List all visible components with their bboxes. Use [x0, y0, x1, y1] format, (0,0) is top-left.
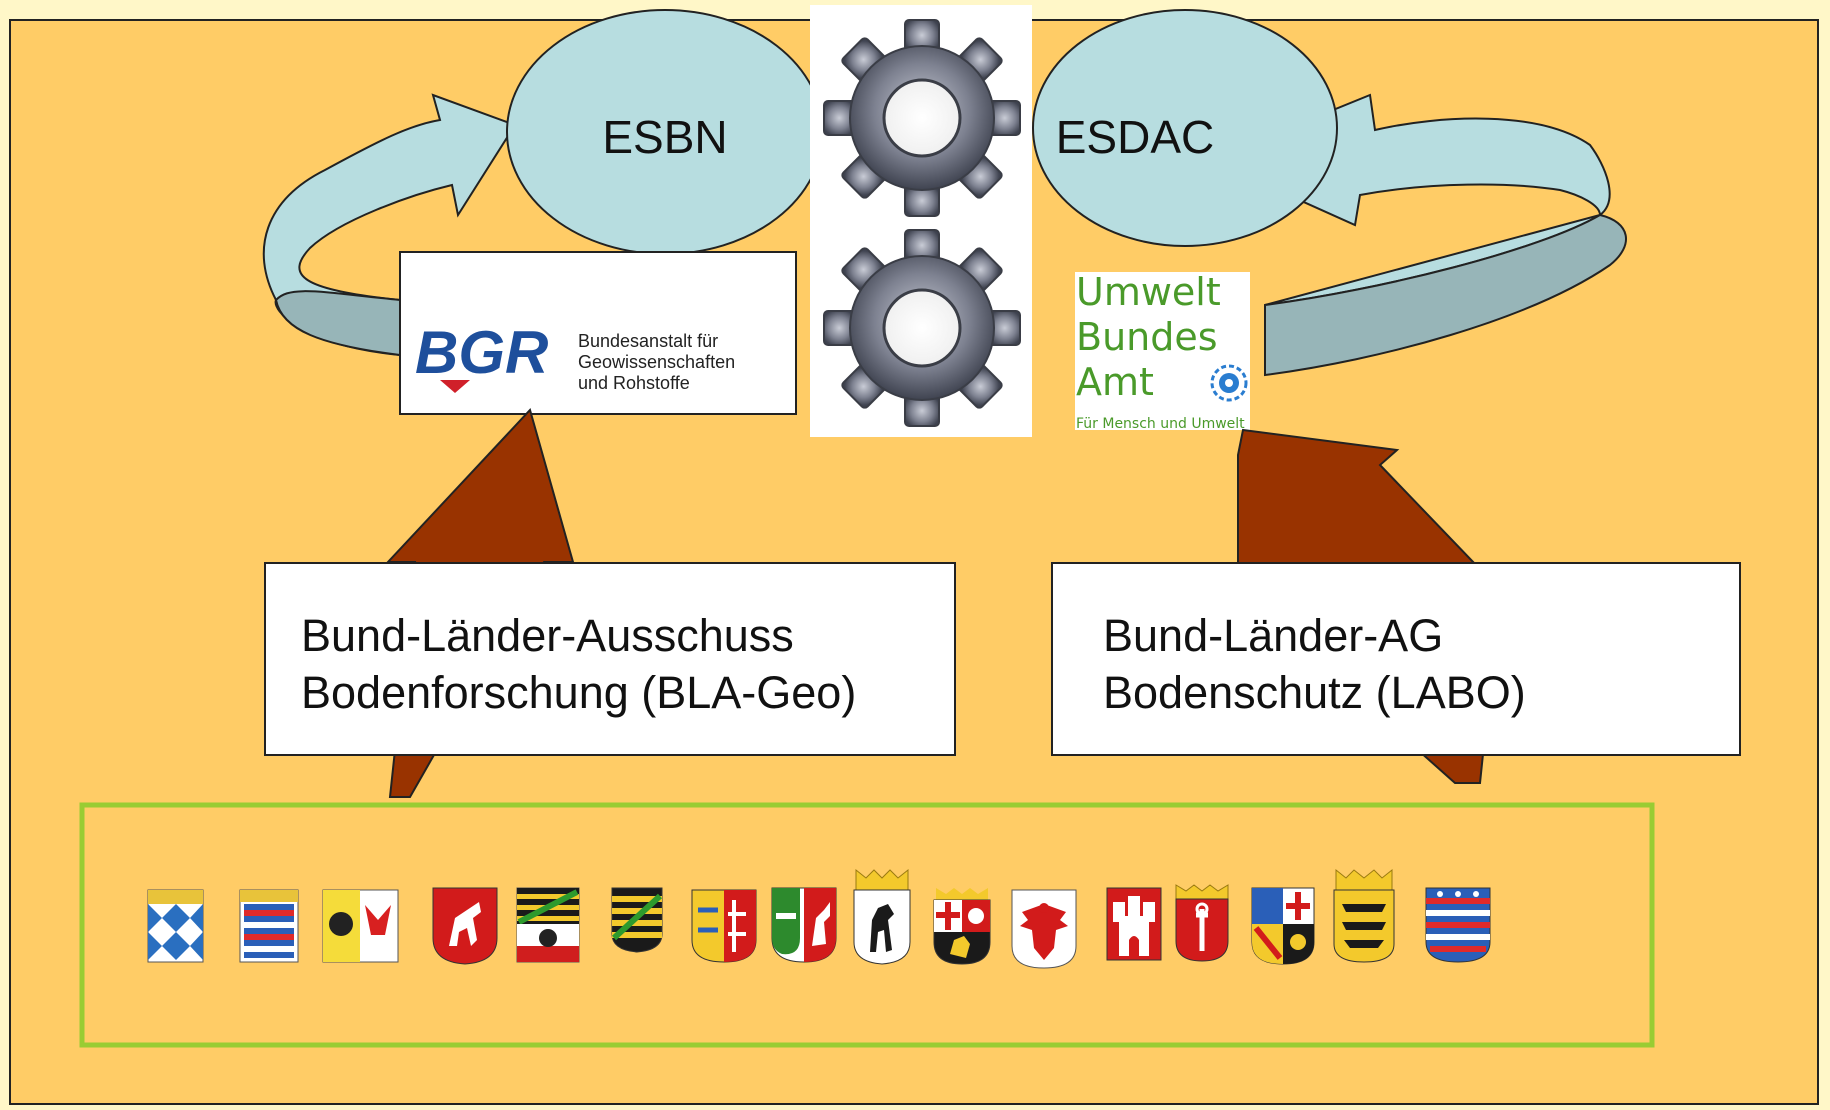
- saxony-coat-of-arms-icon: [611, 887, 663, 953]
- bavaria-coat-of-arms-icon: [147, 889, 204, 963]
- bgr-line-3: und Rohstoffe: [578, 373, 690, 393]
- left-cycle-arrow: [262, 93, 517, 357]
- esbn-label: ESBN: [602, 111, 728, 163]
- rhineland-palatinate-coat-of-arms-icon: [933, 888, 991, 965]
- bla-geo-box: [264, 562, 956, 756]
- north-rhine-westphalia-coat-of-arms-icon: [771, 887, 837, 963]
- uba-line-3: Amt: [1076, 360, 1154, 404]
- brandenburg-coat-of-arms-icon: [1011, 889, 1077, 969]
- labo-line-1: Bund-Länder-AG: [1103, 610, 1444, 661]
- bla-geo-line-1: Bund-Länder-Ausschuss: [301, 610, 794, 661]
- uba-line-2: Bundes: [1076, 315, 1218, 359]
- bgr-red-mark: [440, 380, 470, 393]
- hesse-coat-of-arms-icon: [239, 889, 299, 963]
- lower-saxony-coat-of-arms-icon: [432, 887, 498, 965]
- esdac-label: ESDAC: [1055, 111, 1215, 163]
- gear-icon: [823, 229, 1021, 427]
- labo-label: Bund-Länder-AG Bodenschutz (LABO): [1103, 607, 1526, 721]
- bgr-line-1: Bundesanstalt für: [578, 331, 718, 351]
- bla-geo-line-2: Bodenforschung (BLA-Geo): [301, 667, 857, 718]
- bgr-line-2: Geowissenschaften: [578, 352, 735, 372]
- thuringia-coat-of-arms-icon: [1425, 887, 1491, 963]
- states-box: [79, 802, 1655, 1048]
- berlin-coat-of-arms-icon: [853, 868, 911, 965]
- uba-line-1: Umwelt: [1076, 270, 1221, 314]
- hamburg-coat-of-arms-icon: [1106, 887, 1162, 961]
- labo-line-2: Bodenschutz (LABO): [1103, 667, 1526, 718]
- saarland-coat-of-arms-icon: [1251, 887, 1315, 965]
- uba-emblem-icon: [1210, 364, 1248, 402]
- esdac-ellipse: [1032, 9, 1338, 247]
- baden-wuerttemberg-coat-of-arms-icon: [1333, 868, 1395, 963]
- bla-geo-label: Bund-Länder-Ausschuss Bodenforschung (BL…: [301, 607, 856, 721]
- gear-icon: [823, 19, 1021, 217]
- bremen-coat-of-arms-icon: [1175, 884, 1229, 962]
- uba-tagline: Für Mensch und Umwelt: [1076, 416, 1245, 432]
- uba-logo: Umwelt Bundes Amt Für Mensch und Umwelt: [1075, 270, 1250, 432]
- saxony-anhalt-coat-of-arms-icon: [516, 887, 580, 963]
- schleswig-holstein-coat-of-arms-icon: [691, 889, 757, 963]
- labo-box: [1051, 562, 1741, 756]
- bgr-abbrev: BGR: [415, 319, 548, 386]
- bgr-logo: BGR Bundesanstalt für Geowissenschaften …: [399, 251, 797, 415]
- mecklenburg-vorpommern-coat-of-arms-icon: [322, 889, 399, 963]
